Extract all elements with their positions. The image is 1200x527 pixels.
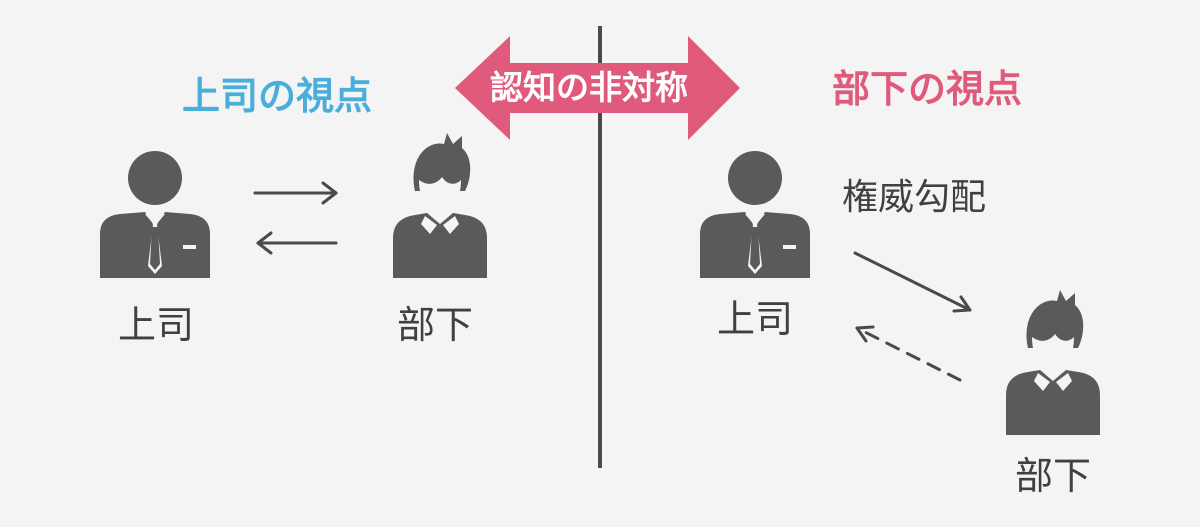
left-arrow-to-subordinate	[253, 181, 338, 205]
asymmetry-banner-label: 認知の非対称	[490, 68, 688, 107]
authority-gradient-arrow	[853, 251, 972, 313]
boss-perspective-heading: 上司の視点	[182, 73, 373, 118]
authority-gradient-label: 権威勾配	[842, 177, 987, 218]
left-subordinate-label: 部下	[397, 303, 474, 347]
left-boss-label: 上司	[118, 303, 195, 347]
right-subordinate-label: 部下	[1015, 454, 1092, 498]
left-subordinate-icon	[393, 133, 487, 278]
asymmetry-banner-arrow	[455, 36, 740, 140]
subordinate-perspective-heading: 部下の視点	[832, 66, 1023, 111]
right-boss-label: 上司	[717, 297, 794, 341]
right-subordinate-icon	[1006, 290, 1100, 435]
feedback-dashed-arrow	[855, 325, 962, 382]
left-arrow-to-boss	[256, 231, 338, 255]
right-boss-icon	[700, 151, 810, 278]
left-boss-icon	[100, 151, 210, 278]
